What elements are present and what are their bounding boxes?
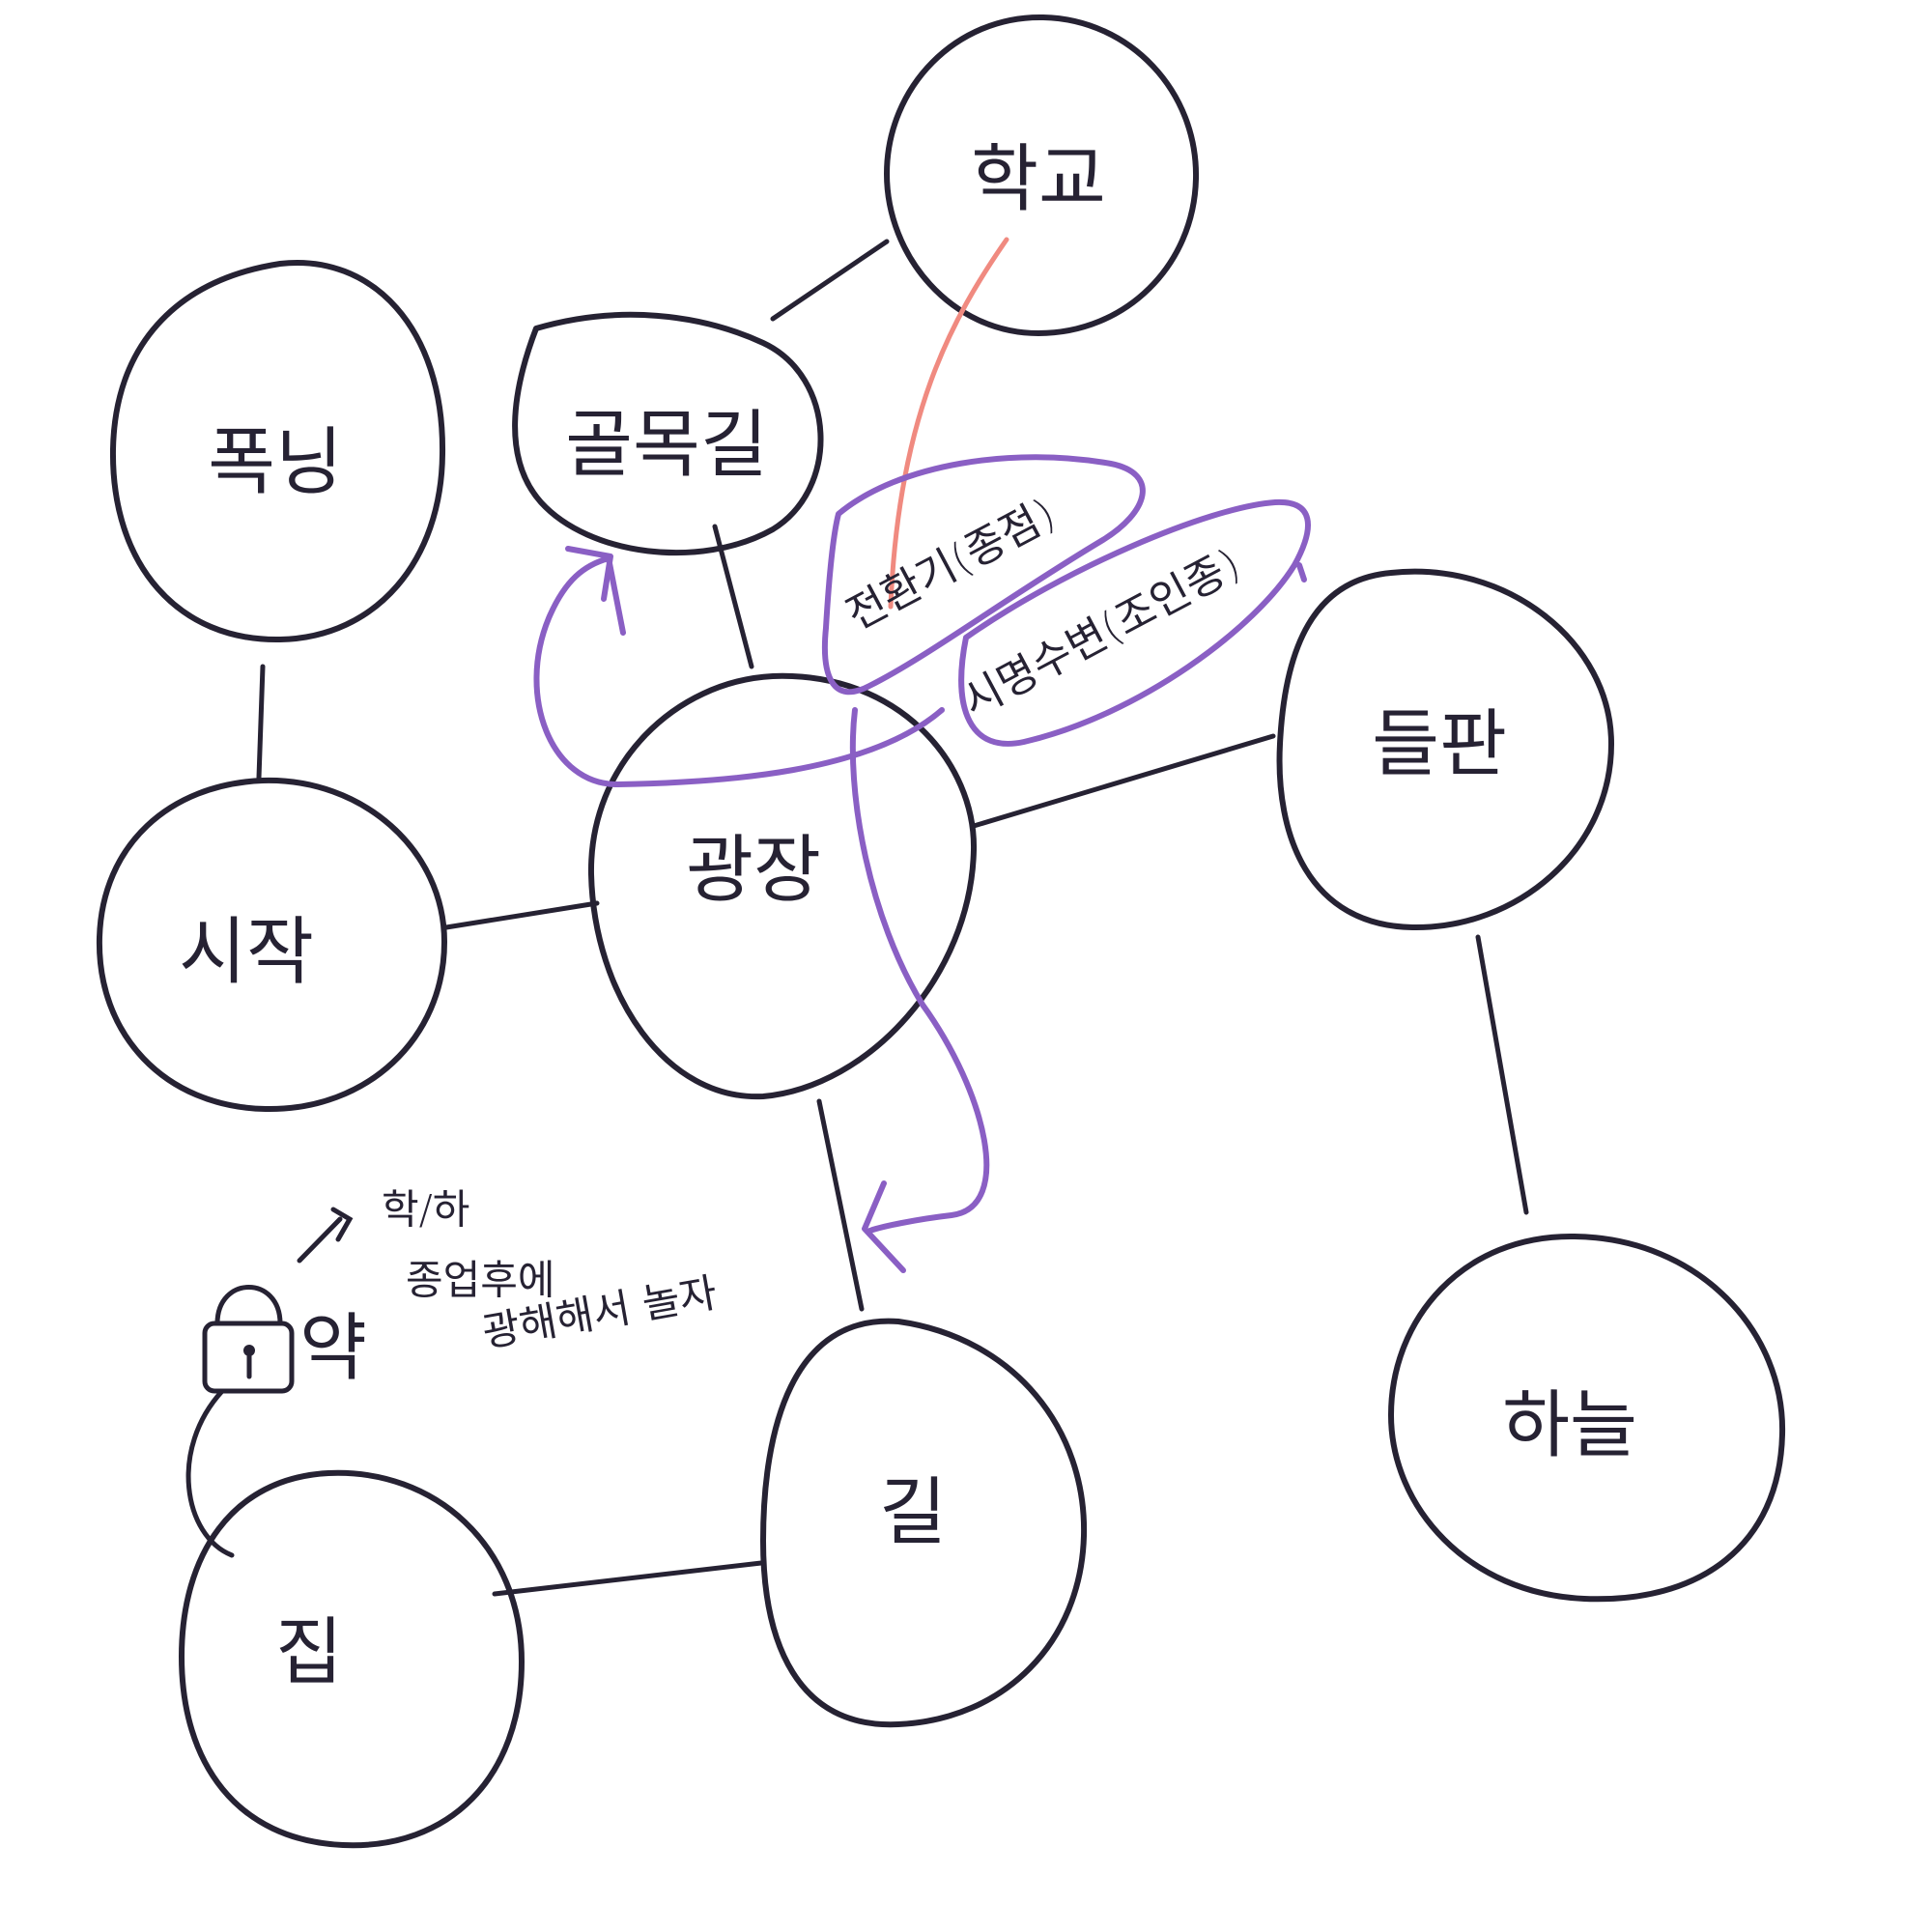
power-plant-text: 전환기(종점) bbox=[838, 489, 1064, 639]
labels: 폭닝 시작 광장 골목길 학교 들판 하늘 길 집 bbox=[179, 136, 1637, 1695]
curve-to-road bbox=[849, 707, 990, 1235]
node-circle-sky bbox=[1388, 1233, 1786, 1603]
label-plaza: 광장 bbox=[686, 827, 821, 913]
power-plant-outline bbox=[821, 454, 1146, 696]
salmon-link bbox=[888, 237, 1009, 610]
note-arrow bbox=[297, 1216, 343, 1264]
nodes bbox=[96, 14, 1786, 1849]
node-circle-start bbox=[96, 777, 447, 1113]
node-circle-school bbox=[884, 14, 1200, 336]
label-sky: 하늘 bbox=[1502, 1382, 1637, 1468]
mediation-tail bbox=[1296, 562, 1307, 582]
node-circle-alley bbox=[512, 311, 824, 556]
loop-to-alley bbox=[533, 555, 945, 788]
edge-start-plaza bbox=[443, 900, 600, 930]
lock-annotation bbox=[185, 1207, 354, 1558]
lock-body bbox=[202, 1321, 295, 1394]
edges bbox=[256, 239, 1529, 1597]
note-line2: 종업후에 bbox=[406, 1257, 555, 1304]
label-ending: 폭닝 bbox=[208, 419, 343, 505]
node-circle-road bbox=[760, 1318, 1088, 1728]
label-school: 학교 bbox=[971, 136, 1106, 222]
label-start: 시작 bbox=[179, 909, 314, 995]
node-circle-ending bbox=[109, 259, 446, 643]
note-line1: 학/하 bbox=[382, 1186, 469, 1234]
mediation-text: 시명수변(조인종) bbox=[954, 539, 1248, 726]
curve-to-road-arrowhead bbox=[862, 1180, 906, 1273]
node-circle-house bbox=[179, 1469, 525, 1849]
edge-plaza-road bbox=[816, 1098, 865, 1312]
note-arrow-head bbox=[330, 1207, 354, 1242]
mediation-outline bbox=[958, 498, 1311, 747]
node-circle-field bbox=[1276, 568, 1614, 931]
loop-to-alley-stem bbox=[606, 555, 626, 636]
edge-field-sky bbox=[1475, 934, 1529, 1215]
label-road: 길 bbox=[879, 1469, 947, 1555]
purple-annotations bbox=[533, 454, 1311, 1273]
lock-label: 약 bbox=[299, 1305, 367, 1391]
label-field: 들판 bbox=[1372, 701, 1507, 787]
label-alley: 골목길 bbox=[565, 402, 768, 488]
label-house: 집 bbox=[275, 1609, 343, 1695]
edge-road-house bbox=[492, 1560, 764, 1597]
edge-plaza-field bbox=[971, 733, 1276, 829]
edge-ending-start bbox=[256, 664, 266, 781]
lock-shackle bbox=[214, 1285, 283, 1326]
edge-alley-school bbox=[770, 239, 890, 322]
lock-keyhole-icon bbox=[243, 1345, 255, 1356]
lock-arc bbox=[185, 1388, 235, 1558]
